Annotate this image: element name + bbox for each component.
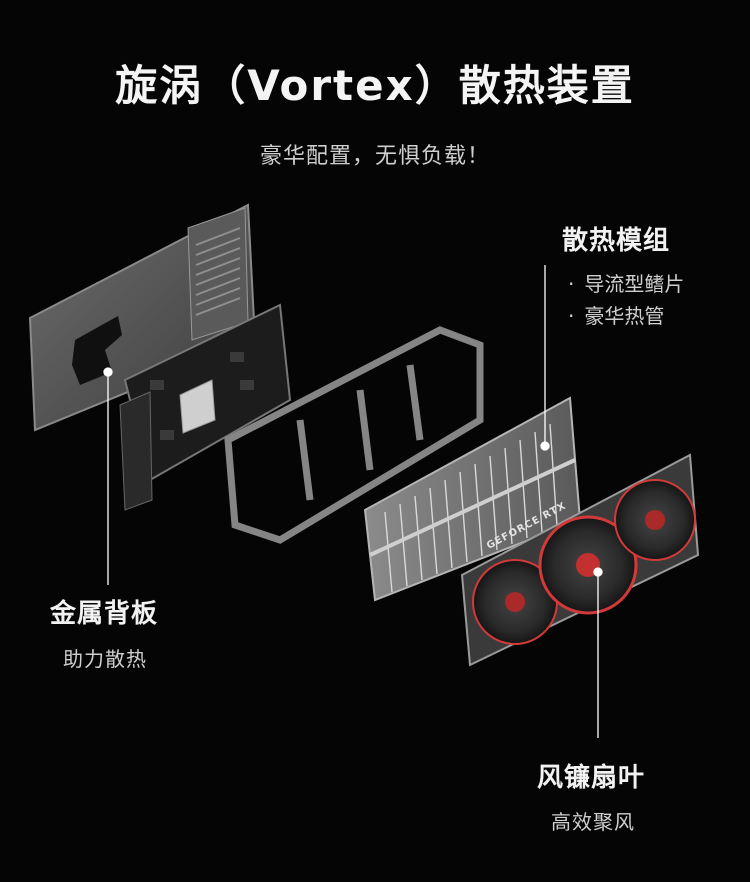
heatsink-part bbox=[363, 396, 582, 602]
heat-module-title: 散热模组 bbox=[562, 226, 671, 256]
fan-title: 风镰扇叶 bbox=[537, 763, 646, 793]
fan-shroud-part bbox=[460, 453, 700, 667]
fan-subtitle: 高效聚风 bbox=[551, 810, 635, 834]
frame-part bbox=[224, 326, 484, 544]
bullet-text: 豪华热管 bbox=[584, 304, 665, 328]
heat-module-bullet-1: · 导流型鳍片 bbox=[568, 268, 684, 297]
bullet-dot: · bbox=[568, 272, 575, 296]
page-subtitle: 豪华配置，无惧负载！ bbox=[259, 144, 490, 169]
backplate-part bbox=[28, 203, 257, 432]
bullet-dot: · bbox=[568, 304, 575, 328]
pcb-part bbox=[119, 303, 292, 511]
callout-lines bbox=[103, 265, 603, 738]
fan-icon bbox=[538, 515, 638, 615]
backplate-title: 金属背板 bbox=[50, 599, 159, 629]
backplate-subtitle: 助力散热 bbox=[63, 647, 147, 671]
heat-module-bullet-2: · 豪华热管 bbox=[568, 300, 664, 329]
bullet-text: 导流型鳍片 bbox=[584, 272, 685, 296]
page-title: 旋涡（Vortex）散热装置 bbox=[115, 61, 635, 110]
fan-icon bbox=[472, 559, 558, 645]
fan-icon bbox=[614, 479, 696, 561]
